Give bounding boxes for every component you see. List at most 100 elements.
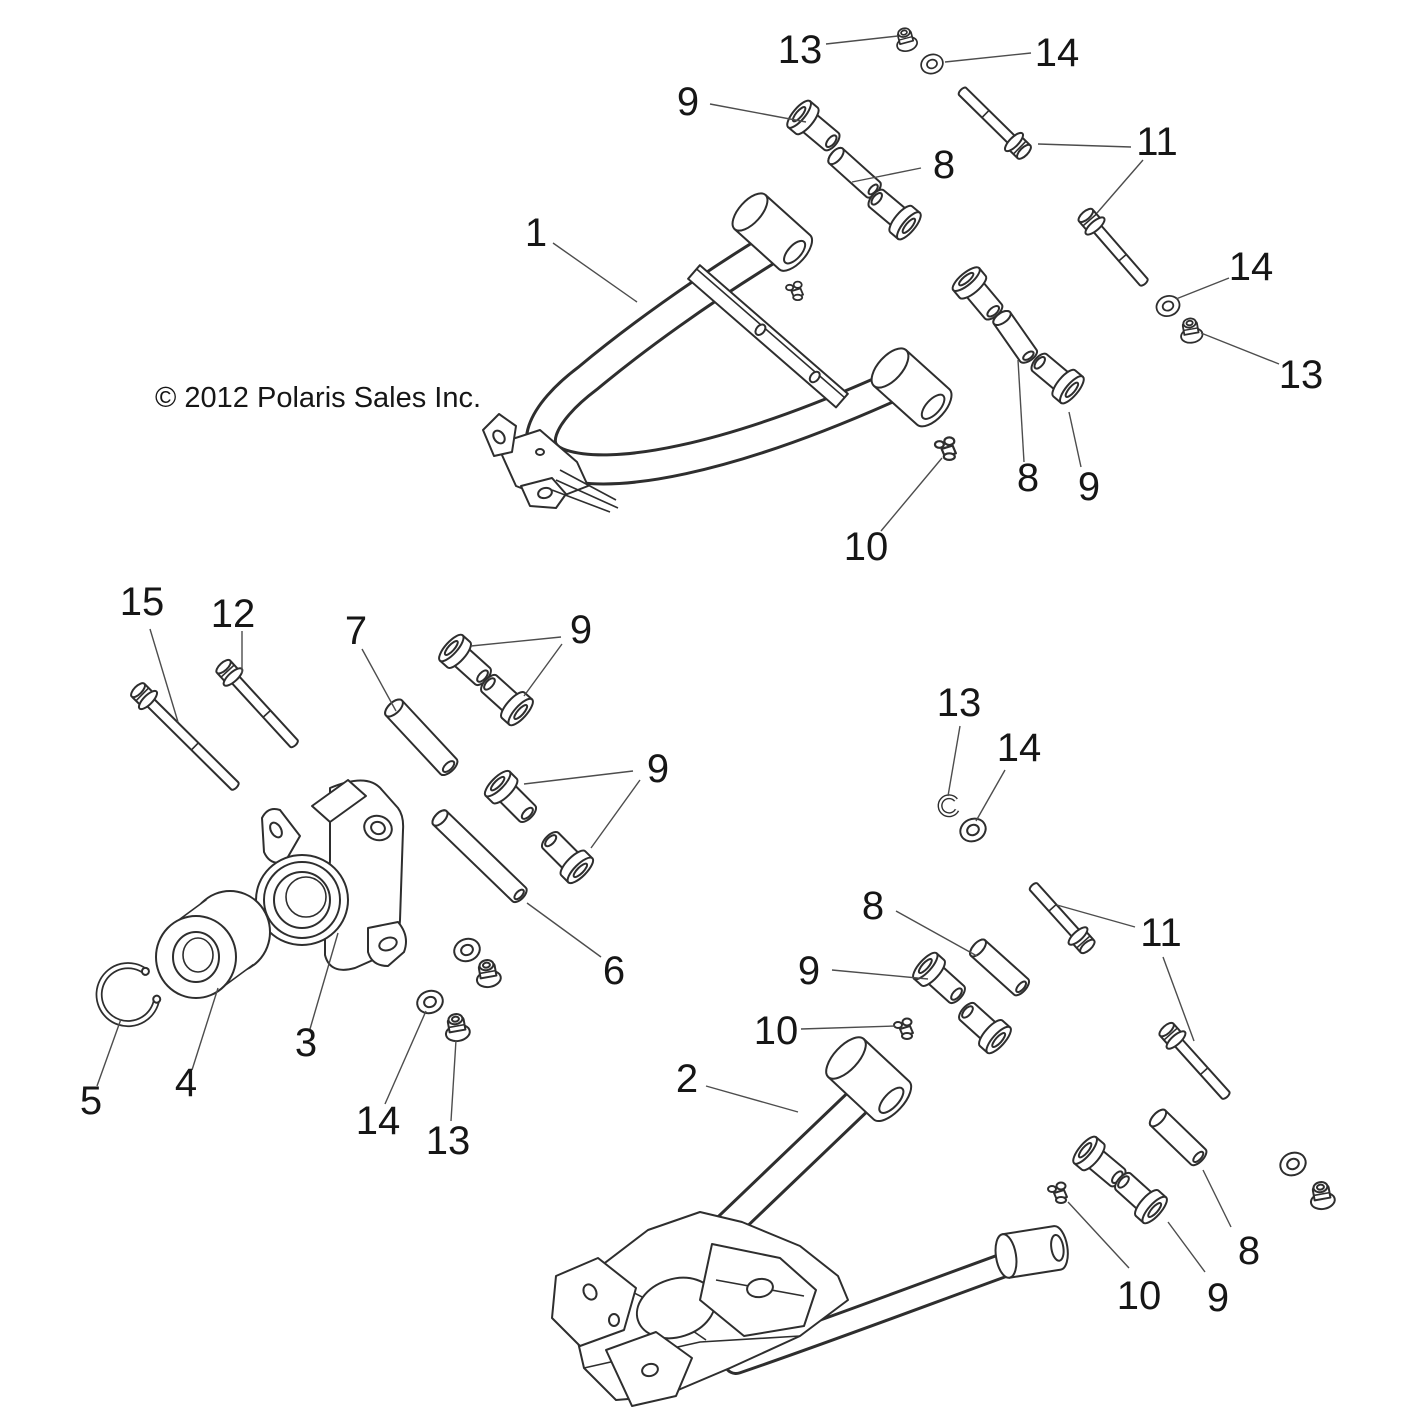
washer <box>1152 291 1184 321</box>
grease-fitting-icon <box>933 436 958 461</box>
leader-line-6 <box>526 902 602 958</box>
callout-8: 8 <box>933 143 955 187</box>
pivot-sleeve-upper <box>825 1036 913 1122</box>
spacer-pin <box>992 309 1039 364</box>
lower-rear-fasteners <box>1047 1108 1338 1228</box>
callout-8: 8 <box>862 884 884 928</box>
front-mount-brackets <box>551 1257 693 1407</box>
leader-line-8 <box>1017 359 1025 463</box>
pivot-sleeve-lower <box>994 1225 1069 1279</box>
flange-nut <box>1306 1179 1338 1212</box>
callout-8: 8 <box>1017 456 1039 500</box>
callout-8: 8 <box>1238 1229 1260 1273</box>
callout-11: 11 <box>1140 911 1182 955</box>
carrier-assembly <box>95 630 598 1044</box>
leader-line-14 <box>384 1010 427 1105</box>
leader-line-5 <box>96 1018 122 1087</box>
leader-line-4 <box>191 987 219 1071</box>
leader-line-9 <box>523 770 634 785</box>
leader-line-10 <box>880 457 943 532</box>
leader-line-11 <box>1096 159 1144 214</box>
bearing <box>155 890 271 999</box>
leader-line-13 <box>947 725 961 797</box>
washer <box>917 50 947 78</box>
leader-line-9 <box>523 643 563 697</box>
leader-line-8 <box>895 910 978 957</box>
callout-13: 13 <box>937 681 982 725</box>
grease-fitting-icon <box>893 1017 914 1040</box>
callout-14: 14 <box>997 726 1042 770</box>
washer <box>450 934 484 966</box>
callout-2: 2 <box>676 1057 698 1101</box>
flange-bolt <box>1028 882 1096 955</box>
leader-line-13 <box>825 35 899 45</box>
flange-nut <box>441 1011 473 1044</box>
callout-9: 9 <box>1207 1276 1229 1320</box>
leader-line-8 <box>851 167 922 183</box>
flange-nut <box>892 25 920 55</box>
callout-3: 3 <box>295 1021 317 1065</box>
grease-fitting-icon <box>785 280 804 302</box>
callout-5: 5 <box>80 1079 102 1123</box>
retainer-clip <box>937 794 960 818</box>
leader-line-15 <box>149 628 179 723</box>
leader-line-10 <box>1067 1201 1130 1269</box>
bushing <box>480 766 545 831</box>
pivot-sleeve-rear <box>870 347 953 428</box>
washer <box>955 813 991 847</box>
mount-bracket <box>482 413 619 513</box>
callout-10: 10 <box>1117 1274 1162 1318</box>
washer <box>1275 1147 1311 1181</box>
snap-ring <box>95 962 162 1028</box>
leader-line-9 <box>1167 1221 1206 1273</box>
callout-7: 7 <box>345 609 367 653</box>
shock-bracket <box>699 1243 817 1337</box>
callout-14: 14 <box>1035 31 1080 75</box>
leader-line-2 <box>705 1085 799 1113</box>
upper-a-arm <box>482 192 953 513</box>
spacer-pin <box>827 146 882 199</box>
flange-bolt <box>215 658 299 749</box>
grease-fitting-icon <box>1047 1181 1068 1204</box>
pivot-shaft <box>431 809 528 904</box>
washer <box>413 986 447 1018</box>
callout-9: 9 <box>677 80 699 124</box>
callout-9: 9 <box>647 747 669 791</box>
callout-6: 6 <box>603 949 625 993</box>
callout-9: 9 <box>570 608 592 652</box>
callout-11: 11 <box>1136 120 1178 164</box>
leader-line-11 <box>1162 956 1195 1042</box>
callout-13: 13 <box>1279 353 1324 397</box>
flange-nut <box>1177 315 1205 346</box>
leader-line-13 <box>450 1039 457 1122</box>
bushing <box>533 823 598 888</box>
leader-line-7 <box>361 648 397 712</box>
leader-line-1 <box>552 242 638 303</box>
upper-arm-fasteners <box>782 25 1205 461</box>
leader-line-13 <box>1200 332 1280 365</box>
leader-line-9 <box>470 636 562 647</box>
leader-line-11 <box>1037 143 1132 148</box>
leader-line-14 <box>1175 277 1230 300</box>
pivot-shaft <box>384 698 459 777</box>
callout-13: 13 <box>426 1119 471 1163</box>
flange-nut <box>472 957 504 990</box>
leader-line-9 <box>831 969 929 980</box>
leader-line-14 <box>975 769 1006 822</box>
leader-line-10 <box>800 1025 896 1030</box>
leader-line-9 <box>1068 411 1082 468</box>
callout-1: 1 <box>525 211 547 255</box>
spacer-pin <box>1148 1108 1208 1167</box>
callout-15: 15 <box>120 580 165 624</box>
lower-a-arm <box>551 1036 1069 1407</box>
flange-bolt <box>1077 207 1149 287</box>
flange-bolt <box>1158 1021 1231 1100</box>
leader-line-14 <box>944 52 1032 63</box>
leader-line-9 <box>590 779 641 849</box>
leader-line-9 <box>709 103 807 123</box>
bushing <box>951 994 1016 1058</box>
callout-12: 12 <box>211 592 256 636</box>
